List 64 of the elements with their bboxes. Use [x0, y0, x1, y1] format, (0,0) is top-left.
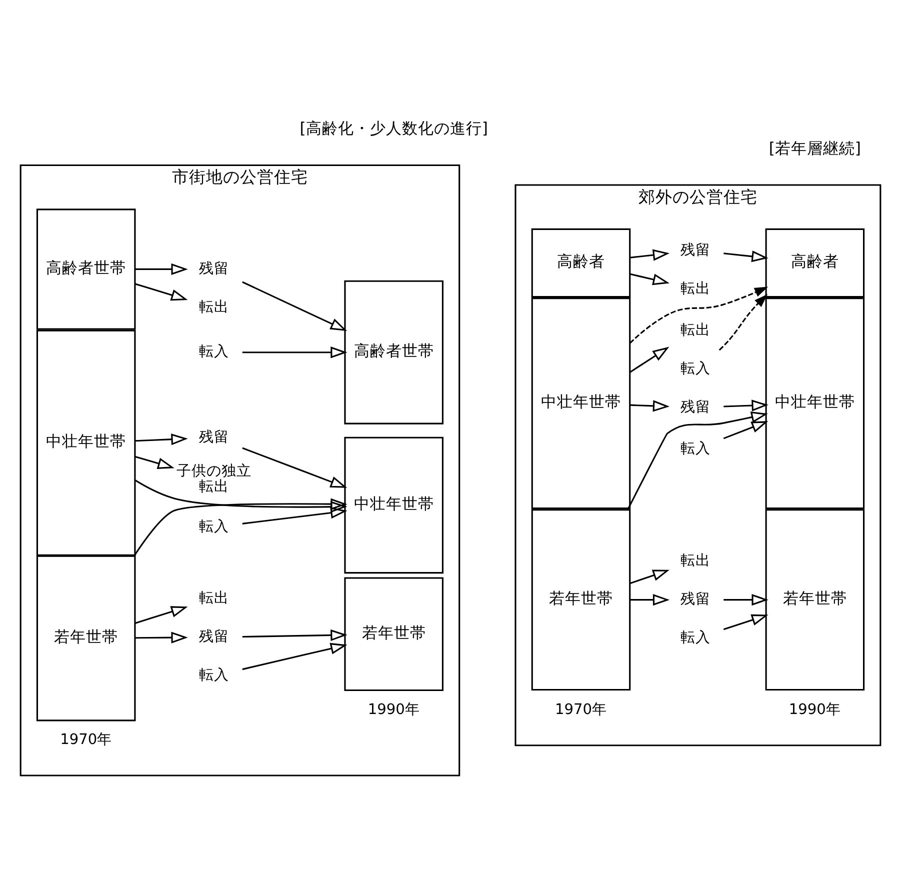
node-text: 残留: [198, 428, 229, 445]
node-box: 中壮年世帯: [36, 329, 136, 556]
node-box: 中壮年世帯: [531, 297, 631, 509]
arrow: [134, 455, 174, 469]
arrow: [630, 248, 670, 260]
node-text: 残留: [680, 240, 710, 258]
arrow: [723, 420, 768, 439]
node-box: 若年世帯: [765, 508, 865, 690]
arrow: [242, 446, 348, 488]
label: [若年層継続]: [768, 138, 861, 157]
node-box: 高齢者世帯: [36, 208, 136, 330]
node-box: 中壮年世帯: [344, 436, 444, 574]
arrow: [242, 642, 348, 670]
arrow: [630, 593, 670, 606]
arrow: [718, 294, 768, 350]
node-box: 高齢者世帯: [344, 280, 444, 424]
arrow: [134, 606, 188, 624]
label: 1990年: [368, 700, 420, 718]
label: [高齢化・少人数化の進行]: [300, 119, 488, 138]
node-text: 転入: [198, 517, 229, 534]
arrow: [630, 272, 670, 285]
arrow: [242, 280, 348, 330]
arrow: [133, 498, 348, 556]
arrow: [724, 399, 768, 411]
node-box: 高齢者: [531, 228, 631, 298]
node-text: 子供の独立 転出: [176, 462, 252, 494]
arrow: [242, 346, 348, 358]
node-text: 残留: [198, 628, 229, 645]
node-text: 残留: [680, 590, 710, 608]
node-text: 転出: [198, 589, 229, 606]
node-box: 高齢者: [765, 228, 865, 298]
arrow: [724, 593, 768, 606]
label: 1970年: [554, 700, 607, 718]
arrow: [630, 569, 670, 584]
arrow: [135, 262, 188, 275]
node-text: 転入: [680, 359, 710, 376]
node-text: 転出: [680, 279, 710, 296]
node-box: 若年世帯: [36, 554, 136, 721]
arrow: [630, 346, 670, 372]
arrow: [242, 628, 348, 641]
arrow: [630, 400, 670, 412]
arrow: [724, 250, 768, 262]
node-text: 転入: [198, 342, 229, 360]
arrow: [723, 614, 768, 630]
node-box: 中壮年世帯: [765, 297, 865, 509]
node-text: 転入: [680, 439, 710, 456]
arrow: [242, 506, 348, 524]
node-text: 残留: [680, 398, 710, 415]
arrow: [135, 631, 188, 643]
node-box: 若年世帯: [344, 576, 444, 691]
label: 1970年: [60, 730, 112, 748]
node-text: 転出: [680, 320, 710, 338]
arrow: [135, 433, 188, 445]
arrow: [629, 286, 768, 344]
node-text: 転入: [198, 666, 229, 684]
label: 1990年: [788, 700, 841, 718]
arrow: [627, 411, 768, 510]
node-text: 転出: [198, 298, 229, 316]
arrow: [134, 479, 348, 512]
node-text: 転出: [680, 552, 710, 569]
node-text: 転入: [680, 628, 710, 646]
node-box: 若年世帯: [531, 508, 631, 690]
node-text: 残留: [198, 260, 229, 277]
arrow: [134, 282, 188, 300]
